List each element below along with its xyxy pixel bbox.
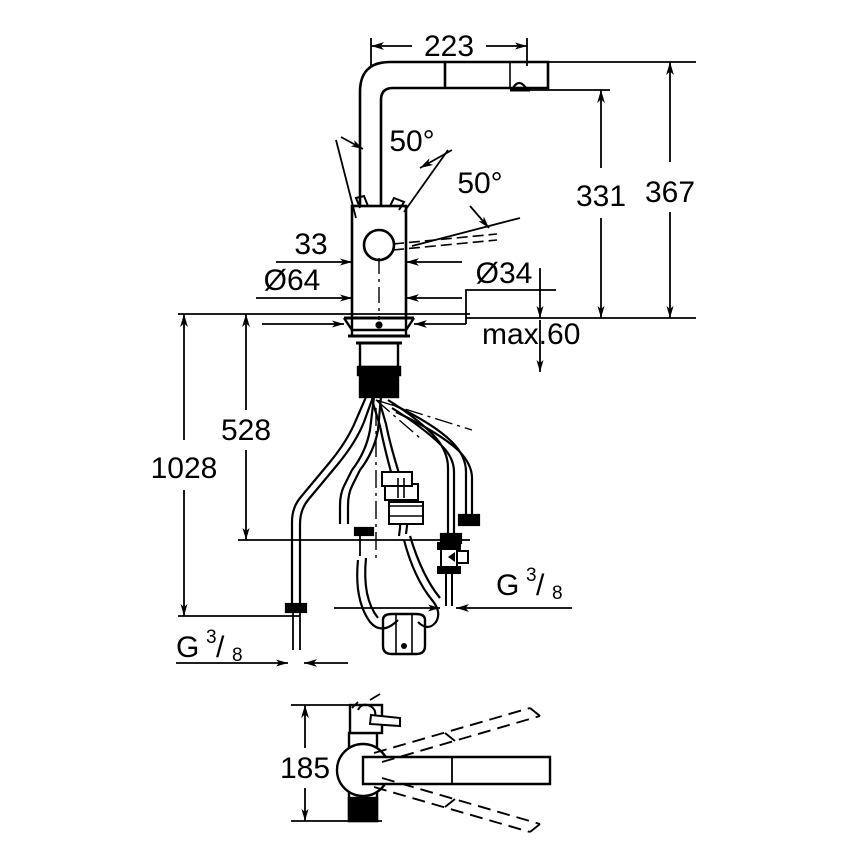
dimension-spout-height [520,89,610,318]
weight-hose-right-b [408,535,441,599]
thread-label-right: G 3 / 8 [496,565,563,604]
topview-lever-tick-b [369,693,381,701]
swivel-upper-tick [444,732,456,742]
dimension-overall-height [548,61,696,318]
dimension-label-367: 367 [645,176,695,209]
dimension-label-331: 331 [576,180,626,213]
lever-handle-left [354,194,369,209]
dimension-label-d34: Ø34 [476,257,533,290]
thread-left-slash: / [216,631,225,664]
swivel-upper-cap [529,707,541,717]
quick-connector [381,471,424,525]
flange-cone [343,317,415,332]
leader-angle-left [335,139,357,219]
dimension-angle-left [335,136,364,219]
weight-hose-left [356,559,399,630]
hose-left-inner [298,396,375,608]
hose-left-outer [290,396,368,608]
dimension-label-1028: 1028 [151,452,218,485]
shank-nut [356,365,402,377]
thread-right-slash: / [536,569,545,602]
arrow-angle-right-b [469,205,490,229]
hose-right2-connector [457,513,481,527]
dimension-label-528: 528 [221,414,271,447]
hose-weight [381,612,427,656]
shank-lower [358,373,400,399]
thread-left-letter: G [176,631,199,664]
mounting-assembly [343,316,415,399]
dimension-hose-upper [178,313,470,541]
thread-right-numerator: 3 [526,565,537,586]
lever-dashed-lower [392,239,498,251]
swivel-upper-edge-a [373,707,531,754]
hose-second-outer [338,396,376,524]
thread-right-denominator: 8 [552,583,563,604]
lever-dashed-upper [392,233,498,245]
leader-angle-right-b [411,217,521,247]
swivel-lower-tick [444,798,456,808]
thread-label-left: G 3 / 8 [176,627,243,666]
topview-spout [361,755,552,786]
topview-lever-arm [368,713,401,728]
dimension-label-33: 33 [294,228,327,261]
dimension-shank-diameter [262,289,556,328]
dimension-label-223: 223 [424,30,474,63]
dimension-label-angle-left: 50° [389,125,434,158]
dimension-label-angle-right: 50° [457,167,502,200]
arrow-angle-left [340,136,364,150]
spout-assembly [358,60,550,206]
swivel-lower-edge-a [373,786,531,833]
swivel-lower-edge-b [381,777,541,825]
hose-right2-inner [395,411,474,518]
dimension-label-max60: max.60 [482,318,580,351]
hose-right1-connector [439,532,463,545]
dimension-spout-reach [370,38,528,66]
thread-right-letter: G [496,569,519,602]
check-valve [437,542,469,606]
hose-right2-outer [391,403,468,518]
hose-left-connector [284,602,308,614]
spout-outline [358,60,550,206]
topview-column-shadow [347,796,379,823]
dimension-hose-total [178,314,300,617]
spray-nozzle [511,81,529,90]
topview-swivel-range [373,707,541,833]
hose-centre-dashdot-a [375,399,421,439]
arrow-angle-right-a [419,149,453,169]
hose-assembly [284,396,481,656]
lever-handle-right [389,196,406,211]
hose-second-connector [353,526,375,537]
swivel-lower-cap [529,823,541,833]
weight-hose-left-b [364,557,379,619]
dimension-swivel-height [291,704,382,822]
flange-screw [375,321,383,329]
dimension-angle-right [403,149,521,247]
thread-left-numerator: 3 [206,627,217,648]
dimension-label-d64: Ø64 [264,264,321,297]
dimension-label-185: 185 [280,752,330,785]
leader-d34 [465,289,556,324]
swivel-upper-edge-b [381,715,541,763]
thread-left-denominator: 8 [232,645,243,666]
leader-angle-right-a [403,149,449,213]
dimension-max-thickness [466,268,696,372]
